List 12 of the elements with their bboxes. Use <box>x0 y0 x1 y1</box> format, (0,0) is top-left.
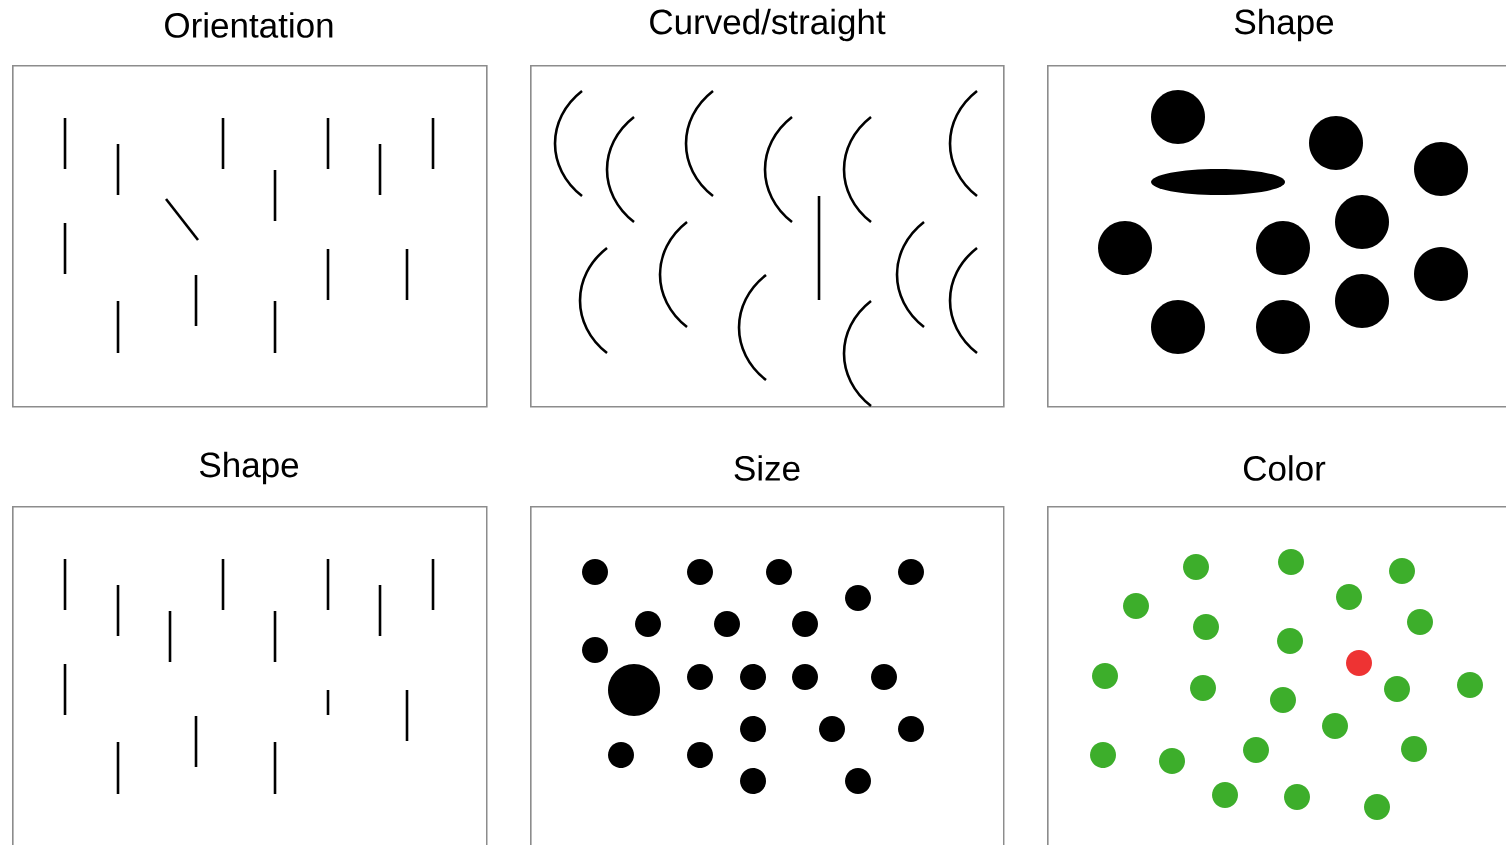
node-label: Shape <box>1234 8 1334 42</box>
titled-panel: Shape <box>12 451 488 845</box>
titled-panel: Curved/straight <box>530 8 1005 408</box>
node-label: Shape <box>199 451 299 485</box>
node-label: Curved/straight <box>650 8 886 42</box>
node-label: Orientation <box>165 12 333 38</box>
titled-panel: Size <box>530 455 1005 845</box>
titled-panel: Shape <box>1047 8 1506 408</box>
node-label: Color <box>1243 455 1326 481</box>
node-label: Size <box>734 455 800 481</box>
titled-panel: Orientation <box>12 12 488 408</box>
titled-panel: Color <box>1047 455 1506 845</box>
